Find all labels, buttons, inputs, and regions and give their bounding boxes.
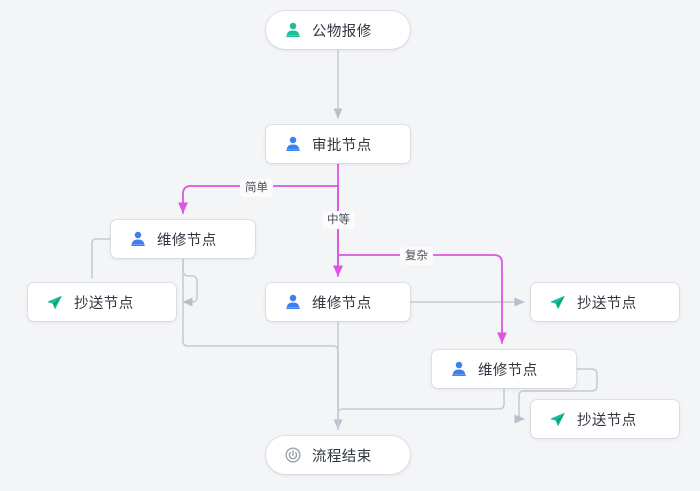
send-green-icon [46, 293, 64, 311]
user-blue-icon [284, 293, 302, 311]
node-label: 抄送节点 [577, 412, 637, 429]
node-label: 审批节点 [312, 137, 372, 154]
flow-node-approve[interactable]: 审批节点 [266, 125, 410, 163]
user-blue-icon [129, 230, 147, 248]
power-gray-icon [284, 446, 302, 464]
user-blue-icon [450, 360, 468, 378]
edge-label-simple[interactable]: 简单 [240, 179, 273, 197]
edge-repair3-to-end [337, 387, 505, 430]
flow-node-cc2[interactable]: 抄送节点 [531, 283, 679, 321]
user-blue-icon [284, 135, 302, 153]
send-green-icon [549, 293, 567, 311]
node-label: 维修节点 [157, 232, 217, 249]
node-label: 公物报修 [312, 23, 372, 40]
flow-node-cc1[interactable]: 抄送节点 [28, 283, 176, 321]
send-green-icon [549, 410, 567, 428]
node-label: 维修节点 [478, 362, 538, 379]
edge-repair1-left-stub [91, 238, 112, 279]
edge-repair1-to-cc1 [182, 257, 198, 307]
node-label: 流程结束 [312, 448, 372, 465]
flow-node-repair1[interactable]: 维修节点 [111, 220, 255, 258]
flow-node-repair3[interactable]: 维修节点 [432, 350, 576, 388]
node-label: 维修节点 [312, 295, 372, 312]
flow-node-cc3[interactable]: 抄送节点 [531, 400, 679, 438]
flow-node-start[interactable]: 公物报修 [266, 11, 410, 49]
user-green-icon [284, 21, 302, 39]
node-label: 抄送节点 [577, 295, 637, 312]
edge-label-complex[interactable]: 复杂 [400, 247, 433, 265]
flow-node-end[interactable]: 流程结束 [266, 436, 410, 474]
node-label: 抄送节点 [74, 295, 134, 312]
flow-node-repair2[interactable]: 维修节点 [266, 283, 410, 321]
edge-label-medium[interactable]: 中等 [322, 211, 355, 229]
